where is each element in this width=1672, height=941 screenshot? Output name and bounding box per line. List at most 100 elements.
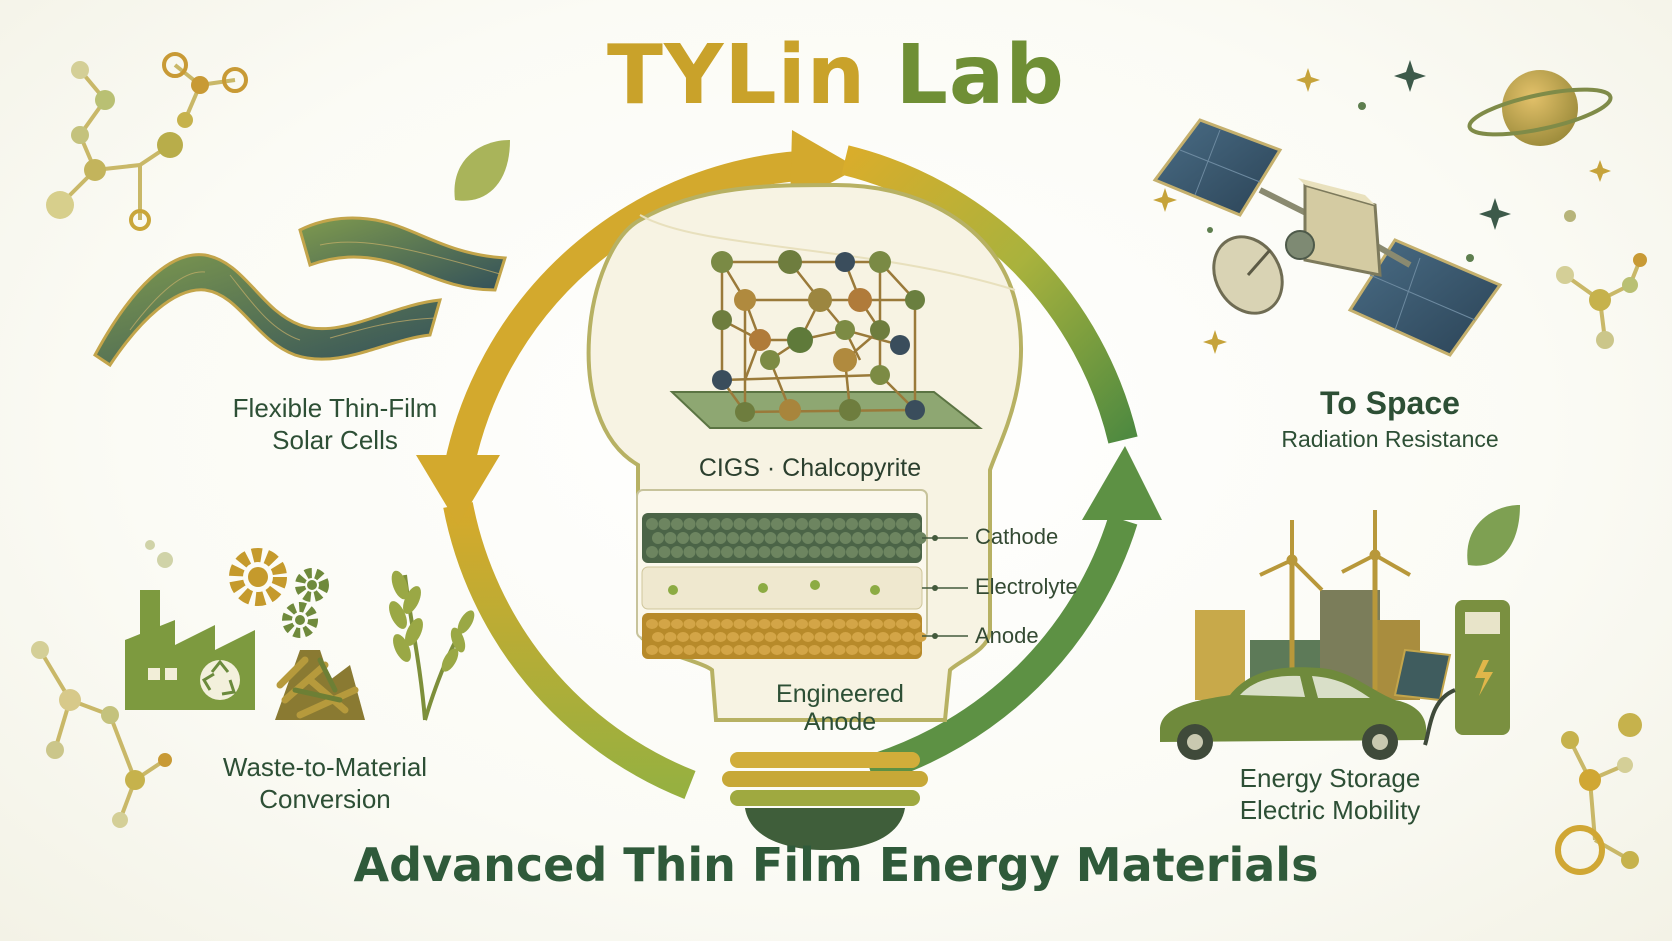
cathode-granule [864, 532, 877, 544]
cathode-granule [708, 518, 721, 530]
cathode-granule [833, 546, 846, 558]
anode-granule [908, 645, 921, 655]
cathode-granule [821, 518, 833, 530]
crystal-lattice-icon [669, 250, 983, 429]
cathode-granule [852, 532, 864, 544]
anode-caption-line1: Engineered [776, 680, 904, 708]
cathode-granule [727, 532, 739, 544]
cathode-granule [689, 532, 702, 544]
anode-granule [758, 619, 771, 629]
anode-granule [746, 645, 758, 655]
storage-topic-line2: Electric Mobility [1239, 795, 1421, 825]
cathode-granule [758, 518, 771, 530]
anode-granule [883, 645, 896, 655]
waste-topic-line1: Waste-to-Material [222, 752, 428, 782]
anode-granule [839, 632, 852, 642]
cathode-granule [908, 546, 921, 558]
anode-granule [646, 645, 658, 655]
anode-granule [708, 645, 721, 655]
anode-granule [652, 632, 664, 642]
anode-granule [833, 619, 846, 629]
anode-granule [771, 619, 783, 629]
anode-granule [796, 645, 808, 655]
anode-granule [746, 619, 758, 629]
cycle-arrow-right-head [1082, 446, 1162, 520]
solar-topic-line1: Flexible Thin-Film [232, 393, 438, 423]
cathode-granule [783, 518, 796, 530]
cathode-granule [883, 518, 896, 530]
cathode-granule [796, 518, 808, 530]
cathode-granule [671, 518, 683, 530]
cycle-arrow-left [443, 502, 696, 799]
space-topic-label: To Space Radiation Resistance [1240, 384, 1540, 455]
cathode-granule [871, 518, 883, 530]
anode-granule [821, 645, 833, 655]
cycle-arrow-bottom [865, 515, 1138, 785]
anode-granule [671, 645, 683, 655]
anode-granule [708, 619, 721, 629]
anode-granule [858, 645, 871, 655]
cathode-granule [771, 518, 783, 530]
solar-panel-icon [93, 216, 508, 368]
cathode-granule [696, 546, 708, 558]
anode-granule [889, 632, 902, 642]
anode-granule [877, 632, 889, 642]
cathode-granule [808, 546, 821, 558]
anode-granule [671, 619, 683, 629]
cathode-granule [677, 532, 689, 544]
charging-station-icon [1423, 600, 1510, 746]
cathode-granule [671, 546, 683, 558]
cathode-granule [771, 546, 783, 558]
crystal-caption: CIGS · Chalcopyrite [698, 454, 922, 482]
anode-granule [796, 619, 808, 629]
anode-granule [821, 619, 833, 629]
electric-car-icon [1160, 667, 1427, 760]
cathode-granule [814, 532, 827, 544]
cathode-granule [683, 546, 696, 558]
cycle-arrow-top [442, 150, 816, 481]
anode-granule [783, 619, 796, 629]
anode-granule [758, 645, 771, 655]
planet-icon [1467, 70, 1613, 146]
anode-granule [646, 619, 658, 629]
anode-granule [871, 619, 883, 629]
anode-granule [689, 632, 702, 642]
anode-granule [739, 632, 752, 642]
cathode-granule [733, 518, 746, 530]
page-subtitle: Advanced Thin Film Energy Materials [353, 838, 1319, 892]
solar-topic-line2: Solar Cells [272, 425, 398, 455]
anode-caption-line2: Anode [803, 708, 877, 736]
sparkle-icons [1153, 60, 1611, 354]
cathode-granule [708, 546, 721, 558]
anode-granule [733, 645, 746, 655]
cathode-granule [808, 518, 821, 530]
cathode-granule [658, 518, 671, 530]
anode-granule [677, 632, 689, 642]
cathode-granule [739, 532, 752, 544]
cathode-granule [796, 546, 808, 558]
anode-granule [683, 619, 696, 629]
cathode-granule [721, 518, 733, 530]
anode-granule [658, 619, 671, 629]
leaf-icon [454, 140, 1520, 566]
storage-topic-line1: Energy Storage [1239, 763, 1421, 793]
anode-granule [696, 645, 708, 655]
battery-layers [636, 489, 968, 659]
cathode-granule [802, 532, 814, 544]
anode-granule [871, 645, 883, 655]
cathode-granule [877, 532, 889, 544]
cathode-granule [652, 532, 664, 544]
cathode-granule [846, 518, 858, 530]
anode-granule [808, 645, 821, 655]
space-topic-detail: Radiation Resistance [1281, 426, 1499, 452]
anode-granule [814, 632, 827, 642]
solar-topic-label: Flexible Thin-Film Solar Cells [170, 392, 500, 456]
anode-granule [721, 645, 733, 655]
anode-granule [783, 645, 796, 655]
cathode-granule [746, 518, 758, 530]
cycle-arrow-left-head [416, 455, 500, 525]
anode-granule [896, 619, 908, 629]
cathode-granule [889, 532, 902, 544]
